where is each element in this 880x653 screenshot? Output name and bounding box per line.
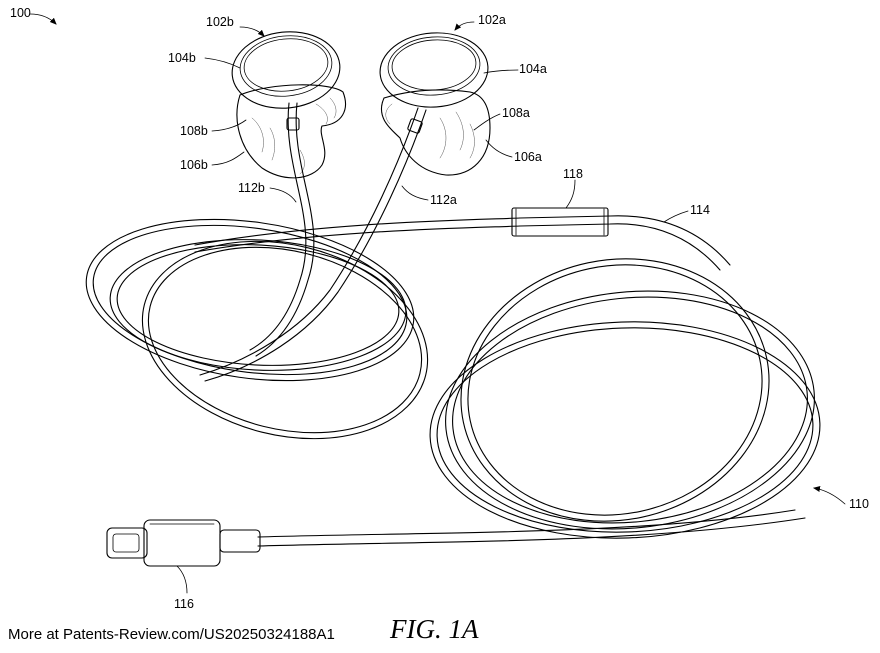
usb-c-connector	[106, 519, 261, 567]
ref-114: 114	[690, 203, 710, 217]
ref-102b: 102b	[206, 15, 234, 29]
ref-104a: 104a	[519, 62, 547, 76]
ref-118: 118	[563, 167, 583, 181]
earbud-102a	[379, 32, 491, 176]
earbud-102b	[231, 31, 347, 179]
ref-102a: 102a	[478, 13, 506, 27]
ref-106a: 106a	[514, 150, 542, 164]
ref-106b: 106b	[180, 158, 208, 172]
coiled-cable	[85, 215, 821, 547]
cable-sleeve	[511, 207, 609, 237]
figure-caption: FIG. 1A	[389, 614, 479, 644]
source-footer-link[interactable]: More at Patents-Review.com/US20250324188…	[8, 626, 335, 643]
ref-100: 100	[10, 6, 31, 20]
ref-108b: 108b	[180, 124, 208, 138]
ref-112b: 112b	[238, 181, 265, 195]
ref-108a: 108a	[502, 106, 530, 120]
leader-lines	[29, 13, 846, 594]
ref-104b: 104b	[168, 51, 196, 65]
earbud-cords	[199, 102, 427, 382]
ref-112a: 112a	[430, 193, 457, 207]
ref-110: 110	[849, 497, 869, 511]
ref-116: 116	[174, 597, 194, 611]
